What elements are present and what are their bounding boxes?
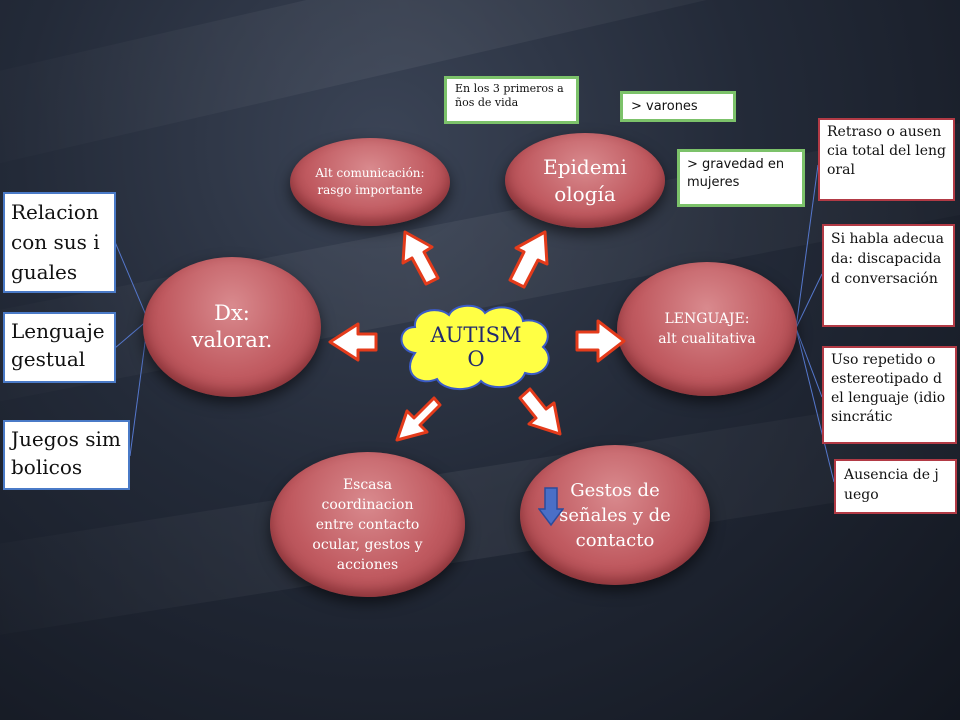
- box-juegos-simbolicos-text: Juegos simbolicos: [11, 427, 121, 479]
- center-autismo[interactable]: AUTISMO: [393, 303, 559, 391]
- node-lenguaje-label: LENGUAJE: alt cualitativa: [658, 311, 756, 347]
- connector-line: [795, 273, 823, 329]
- box-lenguaje-gestual: Lenguaje gestual: [3, 312, 116, 383]
- node-gestos-label: Gestos de señales y de contacto: [559, 479, 671, 551]
- note-gravedad-text: > gravedad en mujeres: [687, 157, 785, 190]
- box-si-habla-text: Si habla adecuada: discapacidad conversa…: [831, 231, 944, 287]
- node-escasa-coordinacion[interactable]: Escasa coordinacion entre contacto ocula…: [270, 452, 465, 597]
- box-juegos-simbolicos: Juegos simbolicos: [3, 420, 130, 490]
- box-relacion: Relacion con sus iguales: [3, 192, 116, 293]
- node-gestos[interactable]: Gestos de señales y de contacto: [520, 445, 710, 585]
- box-retraso: Retraso o ausencia total del leng oral: [818, 118, 955, 201]
- node-epidemiologia[interactable]: Epidemiología: [505, 133, 665, 228]
- center-label: AUTISMO: [430, 323, 522, 371]
- note-primeros-anos: En los 3 primeros años de vida: [444, 76, 579, 124]
- node-lenguaje[interactable]: LENGUAJE: alt cualitativa: [617, 262, 797, 396]
- note-primeros-anos-text: En los 3 primeros años de vida: [455, 82, 564, 109]
- box-ausencia-juego-text: Ausencia de juego: [844, 467, 939, 503]
- note-varones-text: > varones: [631, 99, 698, 114]
- node-escasa-coordinacion-label: Escasa coordinacion entre contacto ocula…: [312, 476, 423, 573]
- connector-line: [795, 327, 835, 483]
- note-varones: > varones: [620, 91, 736, 122]
- box-relacion-text: Relacion con sus iguales: [11, 200, 100, 284]
- blue-down-arrow-icon: [538, 487, 564, 527]
- node-epidemiologia-label: Epidemiología: [543, 154, 627, 206]
- connector-line: [795, 164, 819, 329]
- box-ausencia-juego: Ausencia de juego: [834, 459, 957, 514]
- node-alt-comunicacion-label: Alt comunicación: rasgo importante: [315, 166, 425, 197]
- cloud-shape: [400, 304, 550, 390]
- node-dx-label: Dx: valorar.: [191, 301, 273, 352]
- node-alt-comunicacion[interactable]: Alt comunicación: rasgo importante: [290, 138, 450, 226]
- box-lenguaje-gestual-text: Lenguaje gestual: [11, 319, 105, 371]
- connector-line: [795, 327, 823, 398]
- node-dx[interactable]: Dx: valorar.: [143, 257, 321, 397]
- box-uso-repetido-text: Uso repetido o estereotipado del lenguaj…: [831, 352, 946, 425]
- box-uso-repetido: Uso repetido o estereotipado del lenguaj…: [822, 346, 957, 444]
- connector-line: [114, 319, 149, 349]
- box-retraso-text: Retraso o ausencia total del leng oral: [827, 124, 946, 178]
- connector-line: [114, 241, 149, 321]
- note-gravedad: > gravedad en mujeres: [677, 149, 805, 207]
- box-si-habla: Si habla adecuada: discapacidad conversa…: [822, 224, 955, 327]
